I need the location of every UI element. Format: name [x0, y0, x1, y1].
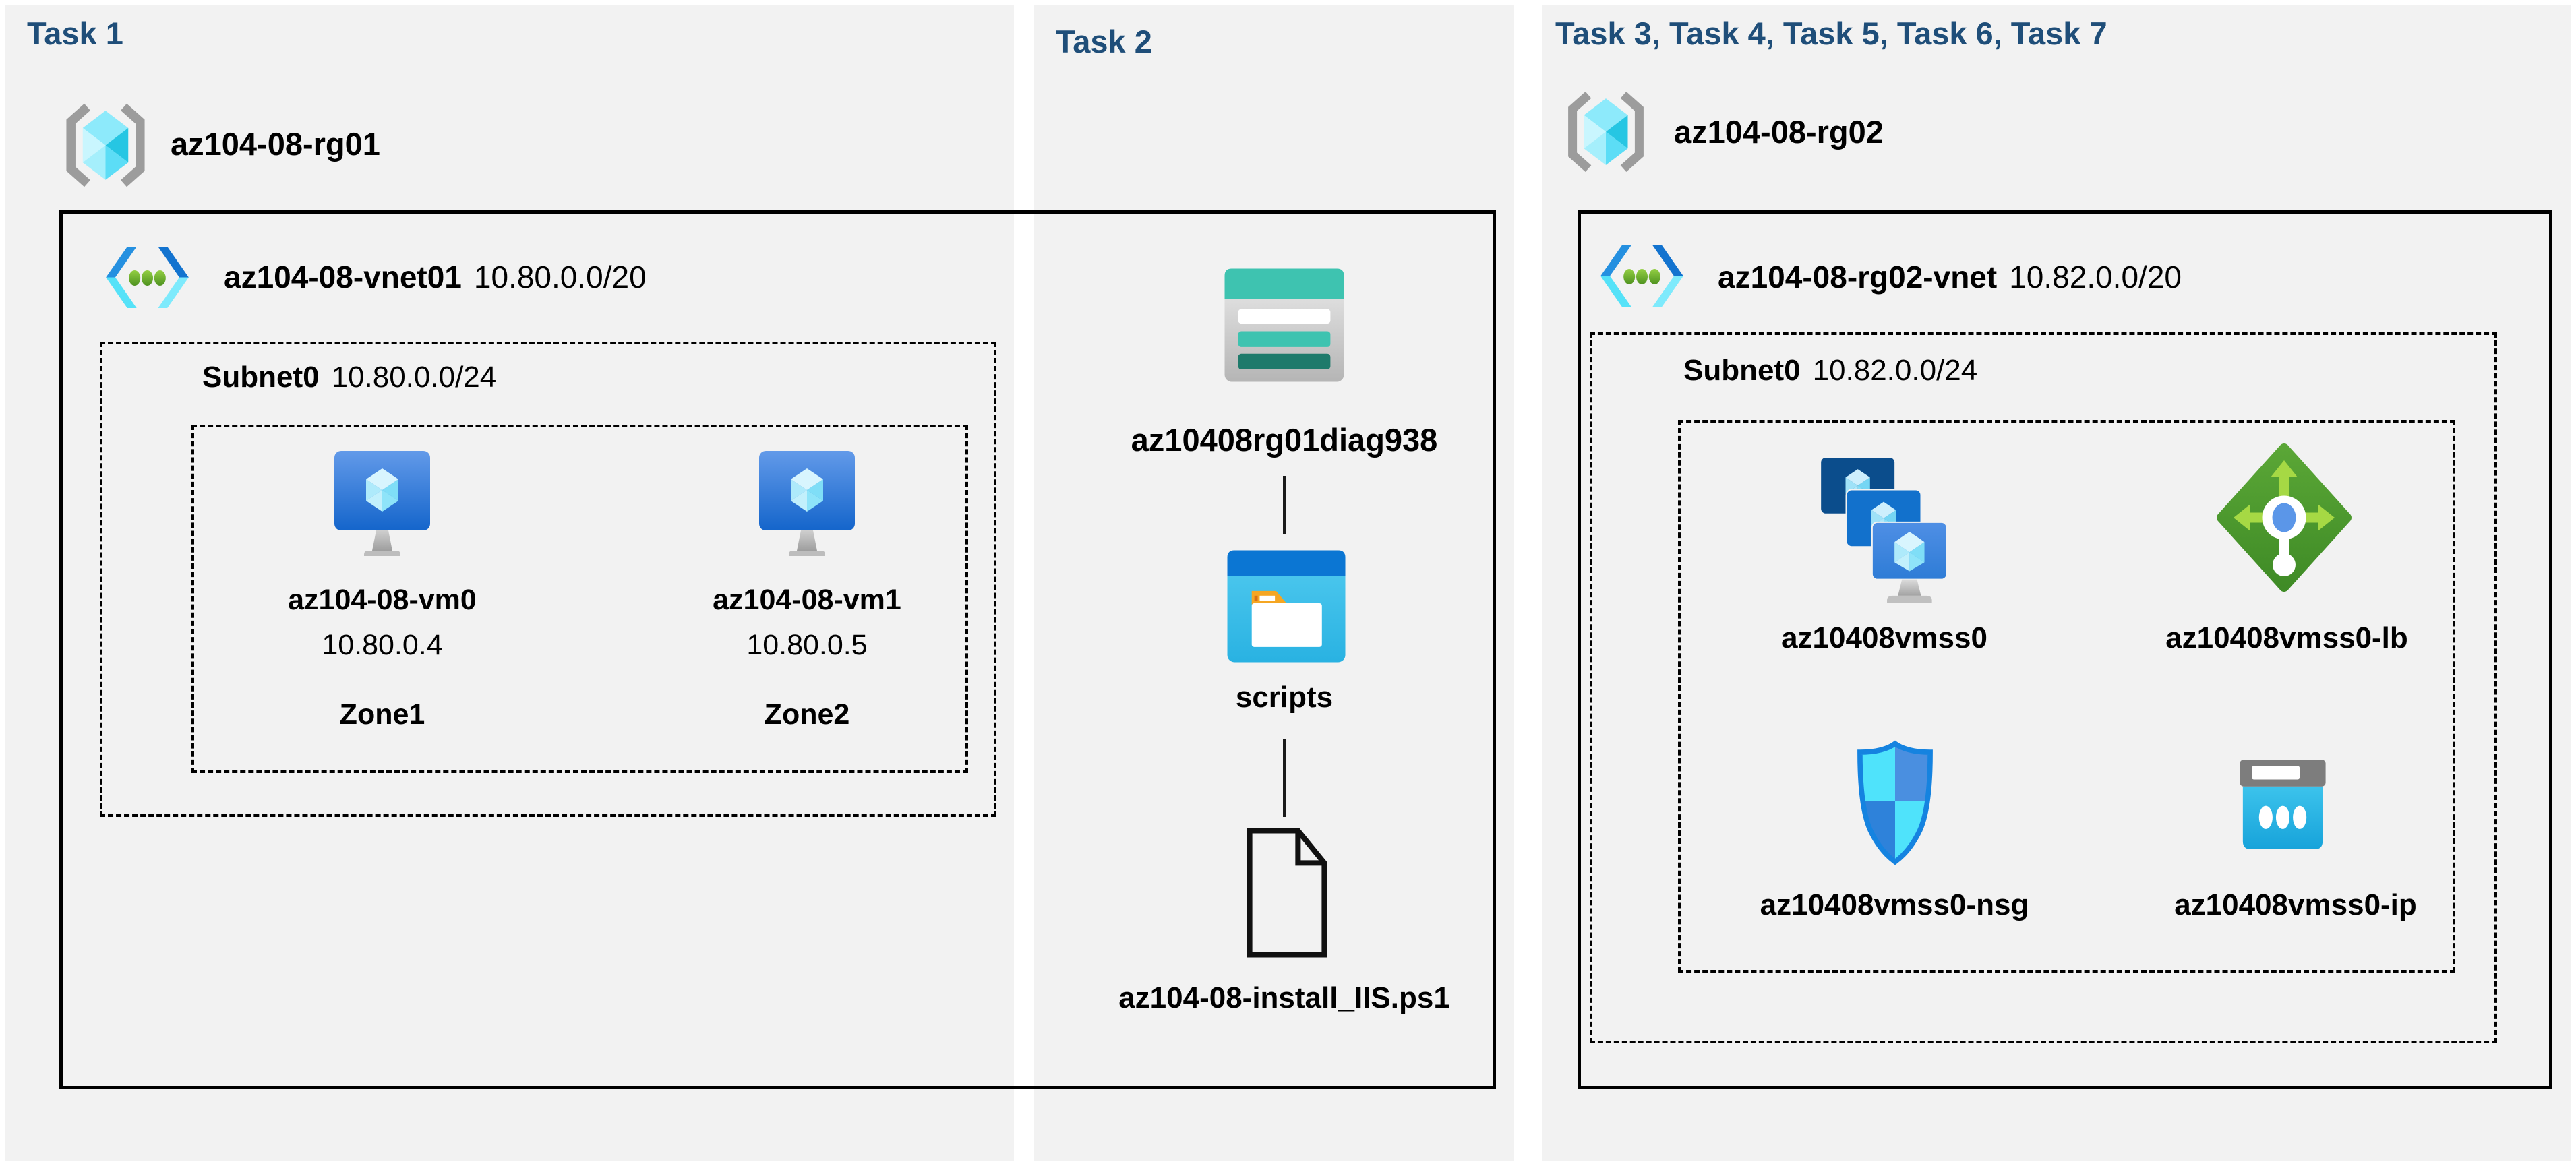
rg01-boundary-box [59, 210, 1496, 1089]
vm1-name: az104-08-vm1 [713, 584, 901, 616]
load-balancer-label: az10408vmss0-lb [2165, 621, 2408, 654]
task2-header: Task 2 [1056, 24, 1152, 59]
virtual-machine-icon [334, 451, 430, 556]
resource-group-icon [66, 103, 145, 187]
script-file-icon [1247, 828, 1327, 958]
network-security-group-icon [1857, 740, 1933, 865]
subnet1-box [100, 342, 996, 817]
virtual-machine-icon [759, 451, 855, 556]
public-ip-label: az10408vmss0-ip [2174, 888, 2417, 921]
vmss-label: az10408vmss0 [1781, 621, 1987, 654]
subnet1-name: Subnet0 [202, 361, 320, 394]
vnet1-cidr: 10.80.0.0/20 [473, 259, 647, 295]
vmss-group-box [1678, 420, 2455, 973]
container-label: scripts [1235, 681, 1334, 714]
vnet2-name: az104-08-rg02-vnet [1718, 259, 1998, 295]
vm0-ip: 10.80.0.4 [322, 629, 443, 661]
subnet1-cidr: 10.80.0.0/24 [331, 361, 497, 394]
vnet1-name: az104-08-vnet01 [224, 259, 462, 295]
subnet1-label: Subnet0 10.80.0.0/24 [202, 361, 496, 394]
vnet1-label: az104-08-vnet01 10.80.0.0/20 [224, 259, 647, 295]
subnet2-cidr: 10.82.0.0/24 [1812, 354, 1978, 387]
subnet2-name: Subnet0 [1683, 354, 1801, 387]
task3-header: Task 3, Task 4, Task 5, Task 6, Task 7 [1555, 16, 2107, 51]
availability-zone-box [191, 425, 968, 773]
vm0-zone: Zone1 [339, 698, 425, 731]
vm1-ip: 10.80.0.5 [746, 629, 868, 661]
resource-group-2-label: az104-08-rg02 [1674, 114, 1884, 150]
storage-account-icon [1224, 268, 1344, 382]
vm1-zone: Zone2 [764, 698, 850, 731]
vnet2-cidr: 10.82.0.0/20 [2009, 259, 2182, 295]
virtual-network-icon [106, 246, 189, 309]
blob-container-icon [1227, 550, 1346, 663]
resource-group-icon [1568, 92, 1644, 172]
vm-scale-set-icon [1820, 456, 1948, 603]
subnet2-label: Subnet0 10.82.0.0/24 [1683, 354, 1977, 388]
virtual-network-icon [1600, 245, 1683, 307]
nsg-label: az10408vmss0-nsg [1760, 888, 2029, 921]
resource-group-1-label: az104-08-rg01 [171, 126, 380, 162]
subnet2-box [1590, 332, 2497, 1043]
load-balancer-icon [2217, 443, 2352, 592]
vnet2-label: az104-08-rg02-vnet 10.82.0.0/20 [1718, 259, 2182, 295]
storage-account-label: az10408rg01diag938 [1131, 422, 1438, 458]
rg02-boundary-box [1578, 210, 2552, 1089]
connector-storage-to-container [1283, 476, 1286, 534]
task1-panel [5, 5, 1014, 1161]
public-ip-icon [2240, 759, 2326, 850]
script-file-label: az104-08-install_IIS.ps1 [1118, 981, 1450, 1014]
vm0-name: az104-08-vm0 [288, 584, 477, 616]
task1-header: Task 1 [27, 16, 123, 51]
task3-panel [1542, 5, 2571, 1161]
connector-container-to-file [1283, 739, 1286, 817]
